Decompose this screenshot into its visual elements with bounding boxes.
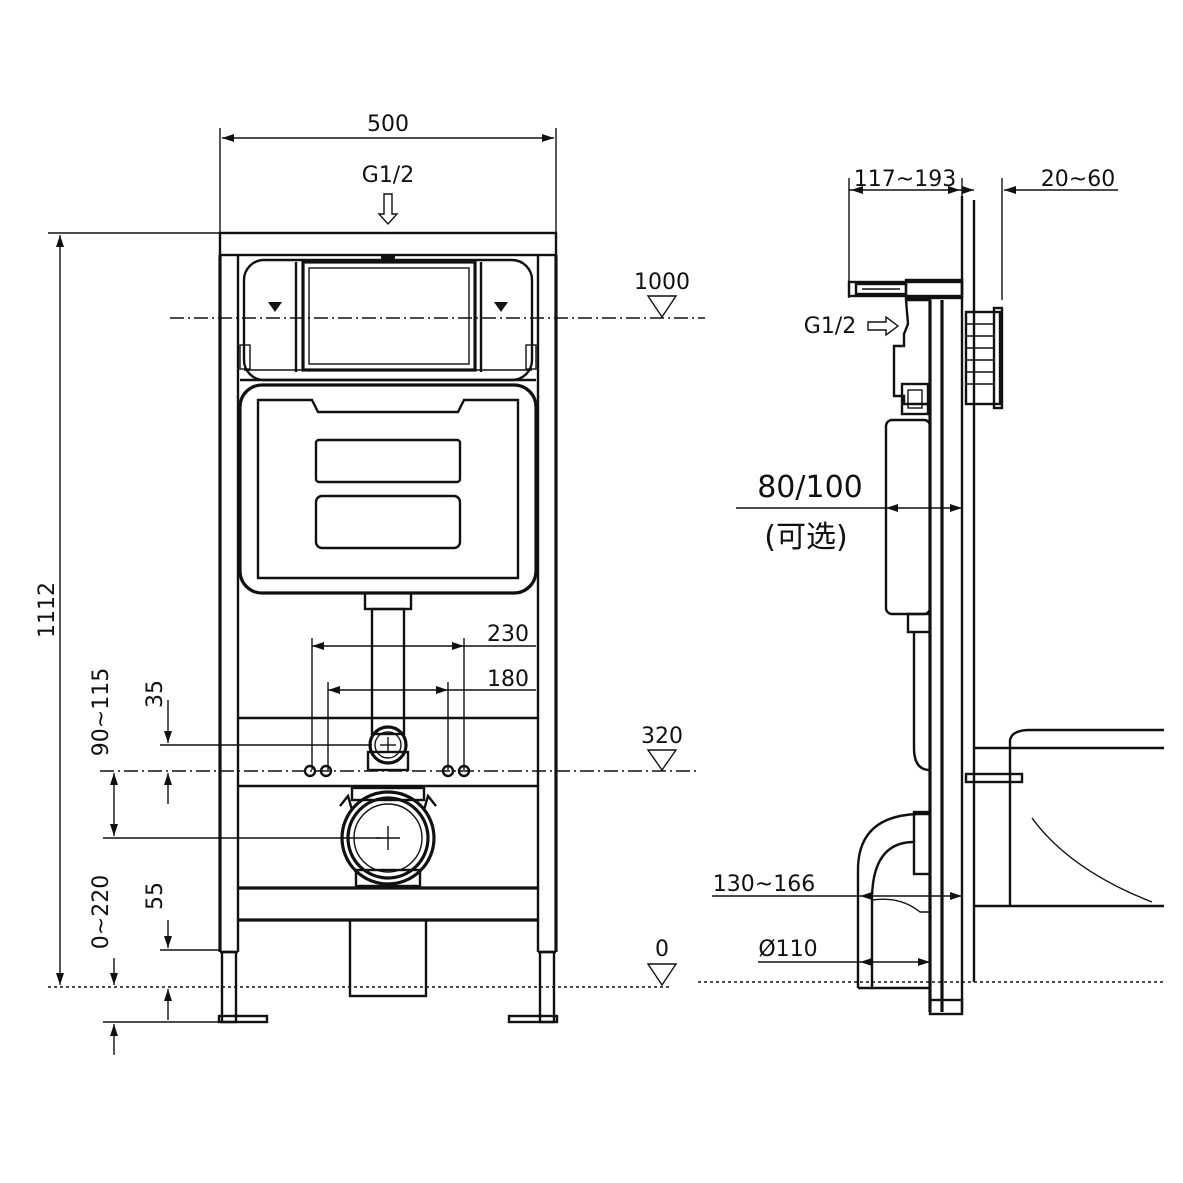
label-floor-adjust: 55 <box>143 882 168 910</box>
label-inlet-side: G1/2 <box>804 314 856 339</box>
cistern-upper <box>239 255 537 382</box>
dim-outlet-depth: 130~166 <box>712 872 962 900</box>
cistern-lower <box>238 383 538 736</box>
down-arrow-icon <box>377 193 399 226</box>
dim-bolt-spacing: 230 180 <box>311 622 536 770</box>
label-supply-offset: 35 <box>143 680 168 708</box>
right-float-marker-icon <box>494 302 508 312</box>
dim-tank-depth: 80/100 (可选) <box>736 470 962 555</box>
label-tank-depth-note: (可选) <box>764 520 847 555</box>
dim-wall-offset: 20~60 <box>962 167 1118 300</box>
label-tank-depth: 80/100 <box>757 470 863 505</box>
dim-floor-adjust: 55 <box>143 882 220 1020</box>
label-outlet-diameter: Ø110 <box>758 937 817 962</box>
dim-total-height: 1112 <box>35 232 220 985</box>
dim-supply-offset: 35 <box>143 680 372 804</box>
label-flush-height: 1000 <box>634 270 690 295</box>
label-bolt-spacing-inner: 180 <box>487 667 529 692</box>
level-triangle-icon <box>646 295 678 319</box>
label-outlet-depth: 130~166 <box>713 872 815 897</box>
label-inlet-top: G1/2 <box>362 163 414 188</box>
dim-supply-range: 90~115 <box>89 668 380 839</box>
side-flush-plate <box>964 306 1004 410</box>
label-total-height: 1112 <box>35 582 60 638</box>
level-bolt-height: 320 <box>100 724 700 772</box>
dim-depth-range: 117~193 <box>848 167 963 298</box>
side-outlet-bend <box>856 810 932 990</box>
side-view: 117~193 20~60 <box>698 167 1164 1016</box>
front-view: 500 G1/2 <box>35 112 705 1055</box>
label-bolt-height: 320 <box>641 724 683 749</box>
dim-outlet-diameter: Ø110 <box>758 937 930 966</box>
side-frame-profile <box>884 298 964 1016</box>
dim-frame-width: 500 <box>219 112 557 232</box>
dim-leg-range: 0~220 <box>89 875 220 1055</box>
level-floor: 0 <box>48 937 678 988</box>
level-flush-height: 1000 <box>170 270 705 319</box>
level-triangle-icon <box>646 963 678 987</box>
label-depth-range: 117~193 <box>854 167 956 192</box>
right-arrow-icon <box>867 315 900 337</box>
label-wall-offset: 20~60 <box>1041 167 1115 192</box>
top-inlet: G1/2 <box>362 163 414 226</box>
waste-outlet <box>339 786 437 888</box>
label-leg-range: 0~220 <box>89 875 114 949</box>
side-toilet-bowl <box>964 728 1164 908</box>
label-bolt-spacing-outer: 230 <box>487 622 529 647</box>
label-supply-range: 90~115 <box>89 668 114 756</box>
label-floor-level: 0 <box>655 937 669 962</box>
left-float-marker-icon <box>268 302 282 312</box>
side-inlet: G1/2 <box>804 314 900 339</box>
label-frame-width: 500 <box>367 112 409 137</box>
level-triangle-icon <box>646 749 678 772</box>
side-top-bracket <box>847 278 964 300</box>
